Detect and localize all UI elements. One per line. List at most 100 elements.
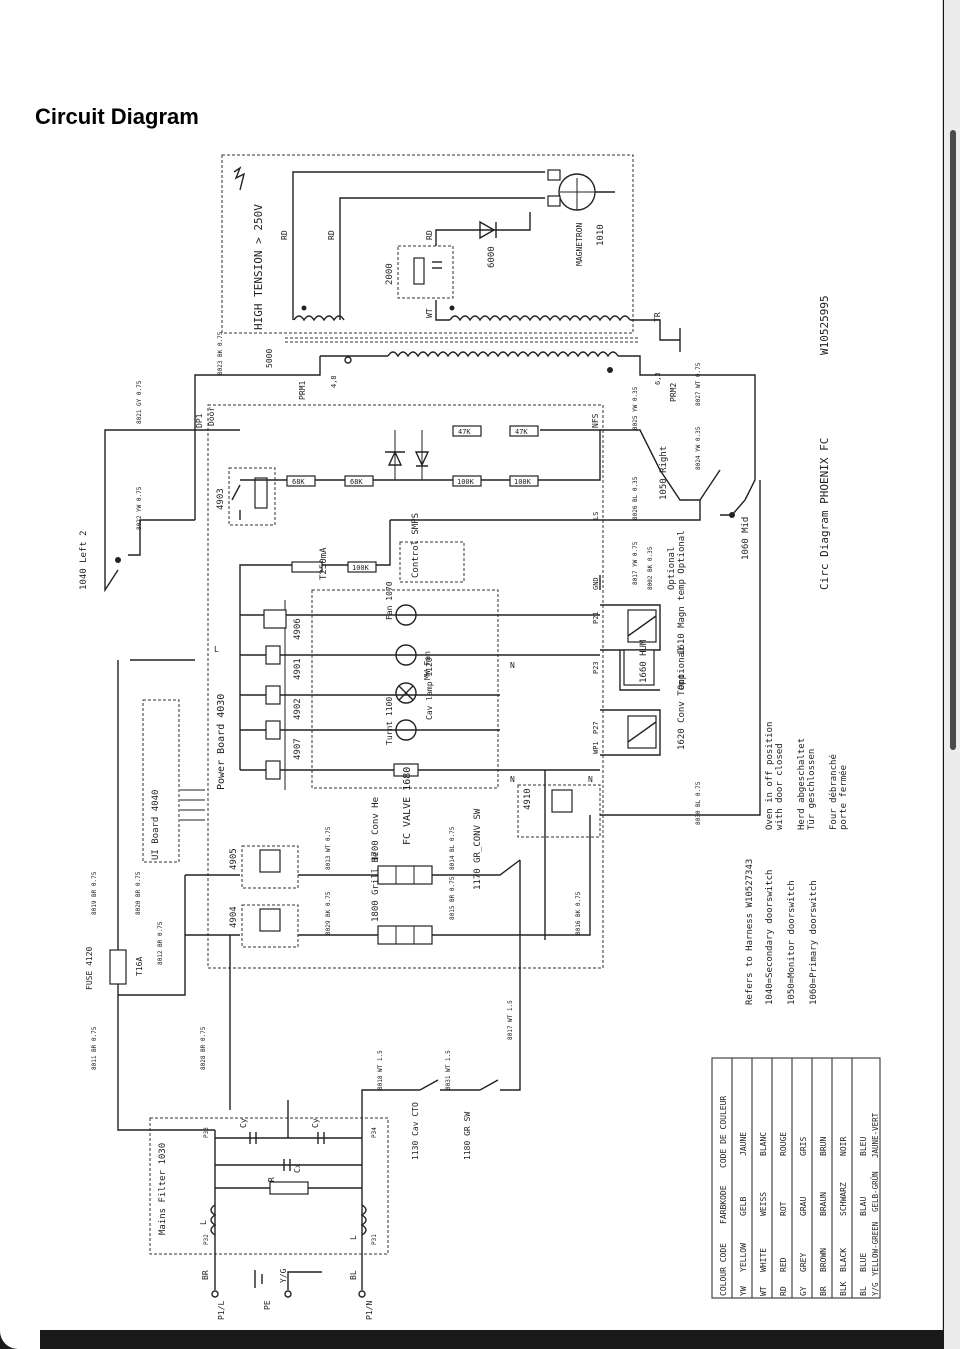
svg-text:BLEU: BLEU	[859, 1137, 868, 1156]
svg-text:R: R	[267, 1177, 276, 1182]
hv-winding-2	[449, 315, 631, 322]
wire-ht	[339, 197, 545, 320]
wire-rd	[292, 171, 545, 320]
svg-text:P32: P32	[203, 1234, 210, 1245]
door-switch-1040	[115, 557, 121, 563]
svg-text:Optional: Optional	[677, 647, 687, 690]
svg-text:1620 Conv Temp: 1620 Conv Temp	[677, 674, 687, 750]
svg-text:1010: 1010	[596, 224, 606, 246]
svg-text:BR: BR	[819, 1286, 828, 1296]
lightning-icon	[233, 166, 246, 191]
svg-text:1040 Left 2: 1040 Left 2	[79, 530, 89, 590]
svg-text:JAUNE: JAUNE	[739, 1132, 748, 1156]
svg-text:NOIR: NOIR	[839, 1137, 848, 1156]
svg-text:6,3: 6,3	[654, 372, 662, 385]
svg-text:8023 BK 0.75: 8023 BK 0.75	[217, 331, 224, 375]
svg-text:BRAUN: BRAUN	[819, 1192, 828, 1216]
svg-text:L: L	[349, 1235, 358, 1240]
svg-text:UI Board 4040: UI Board 4040	[151, 790, 161, 860]
svg-text:1130 Cav CTO: 1130 Cav CTO	[411, 1102, 420, 1160]
svg-text:Optional: Optional	[667, 547, 677, 590]
svg-text:100K: 100K	[457, 478, 475, 486]
svg-text:1050 Right: 1050 Right	[659, 446, 669, 500]
svg-text:4910: 4910	[523, 788, 533, 810]
svg-text:PE: PE	[263, 1300, 272, 1310]
resistor-100k-3	[347, 561, 377, 573]
svg-text:T16A: T16A	[135, 957, 144, 976]
svg-text:8013 WT 0.75: 8013 WT 0.75	[325, 826, 332, 870]
page-corner	[0, 1330, 40, 1349]
svg-text:8028 BR 0.75: 8028 BR 0.75	[200, 1026, 207, 1070]
svg-text:5000: 5000	[265, 349, 274, 368]
svg-text:100K: 100K	[352, 564, 370, 572]
svg-text:RD: RD	[327, 230, 336, 240]
svg-text:8026 BL 0.35: 8026 BL 0.35	[632, 476, 639, 520]
drawing-number: W10525995	[818, 295, 831, 355]
svg-text:8011 BR 0.75: 8011 BR 0.75	[91, 1026, 98, 1070]
ground-earth-icon	[254, 1270, 322, 1290]
winding-dot-2	[449, 305, 455, 311]
svg-text:Cx: Cx	[293, 1163, 302, 1173]
relay-4903	[228, 467, 276, 526]
svg-text:P1/N: P1/N	[365, 1301, 374, 1320]
door-switch-1050	[600, 429, 721, 521]
svg-text:Y/G: Y/G	[279, 1268, 288, 1283]
svg-text:BLANC: BLANC	[759, 1132, 768, 1156]
svg-text:YW: YW	[739, 1286, 748, 1296]
relay-4902-coil	[265, 685, 281, 705]
svg-text:2000: 2000	[385, 263, 395, 285]
svg-text:8015 BR 0.75: 8015 BR 0.75	[449, 876, 456, 920]
svg-text:ROT: ROT	[779, 1201, 788, 1216]
svg-text:GELB-GRÜN: GELB-GRÜN	[871, 1171, 880, 1212]
svg-text:8030 BL 0.75: 8030 BL 0.75	[695, 781, 702, 825]
high-tension-label: HIGH TENSION > 250V	[252, 204, 265, 330]
svg-text:BLACK: BLACK	[839, 1248, 848, 1272]
svg-text:PRM1: PRM1	[298, 381, 307, 400]
svg-text:DP1: DP1	[195, 413, 204, 428]
svg-text:47K: 47K	[458, 428, 471, 436]
loads-box	[311, 589, 499, 789]
svg-text:Control SMPS: Control SMPS	[411, 513, 421, 578]
svg-text:1060 Mid: 1060 Mid	[741, 517, 751, 560]
hum-sensor	[623, 649, 655, 686]
svg-text:LS: LS	[592, 512, 600, 520]
svg-text:with door closed: with door closed	[775, 743, 785, 830]
svg-text:ROUGE: ROUGE	[779, 1132, 788, 1156]
winding-dot-1	[301, 305, 307, 311]
svg-text:4906: 4906	[293, 618, 303, 640]
diode-icon	[414, 451, 430, 467]
relay-4905	[241, 845, 299, 889]
svg-text:1700 Conv He: 1700 Conv He	[371, 797, 381, 862]
door-notes: Oven in off position with door closed He…	[765, 722, 849, 830]
svg-text:P31: P31	[371, 1234, 378, 1245]
svg-text:FARBKODE: FARBKODE	[719, 1185, 728, 1224]
svg-text:Four débranché: Four débranché	[828, 754, 839, 830]
filter-inductors	[210, 1204, 367, 1236]
conv-heater-1700	[377, 865, 433, 885]
resistor-47k-1	[452, 425, 482, 437]
circuit-diagram: HIGH TENSION > 250V RD RD RD WT TR 2000 …	[79, 154, 881, 1320]
svg-text:8002 BK 0.35: 8002 BK 0.35	[647, 546, 654, 590]
fan-motor-icon	[395, 604, 417, 626]
scrollbar-thumb[interactable]	[950, 130, 956, 750]
svg-text:68K: 68K	[292, 478, 305, 486]
fc-valve-icon	[393, 763, 419, 777]
svg-text:L: L	[214, 645, 219, 654]
wire-diode	[435, 212, 531, 246]
svg-text:Mains Filter 1030: Mains Filter 1030	[158, 1143, 168, 1235]
svg-text:BL: BL	[859, 1286, 868, 1296]
svg-text:P1/L: P1/L	[217, 1301, 226, 1320]
svg-text:FUSE 4120: FUSE 4120	[85, 946, 94, 990]
control-smps	[399, 541, 465, 583]
mains-filter-1030	[149, 1117, 389, 1255]
svg-text:BR: BR	[201, 1270, 210, 1280]
svg-text:8017 YW 0.75: 8017 YW 0.75	[632, 541, 639, 585]
ui-board-4040	[142, 699, 180, 863]
resistor-47k-2	[509, 425, 539, 437]
svg-text:N: N	[510, 661, 515, 670]
resistor-68k-2	[344, 475, 374, 487]
svg-text:GELB: GELB	[739, 1197, 748, 1216]
vertical-scrollbar[interactable]	[944, 0, 960, 1349]
svg-text:BLAU: BLAU	[859, 1197, 868, 1216]
svg-text:BL: BL	[349, 1270, 358, 1280]
